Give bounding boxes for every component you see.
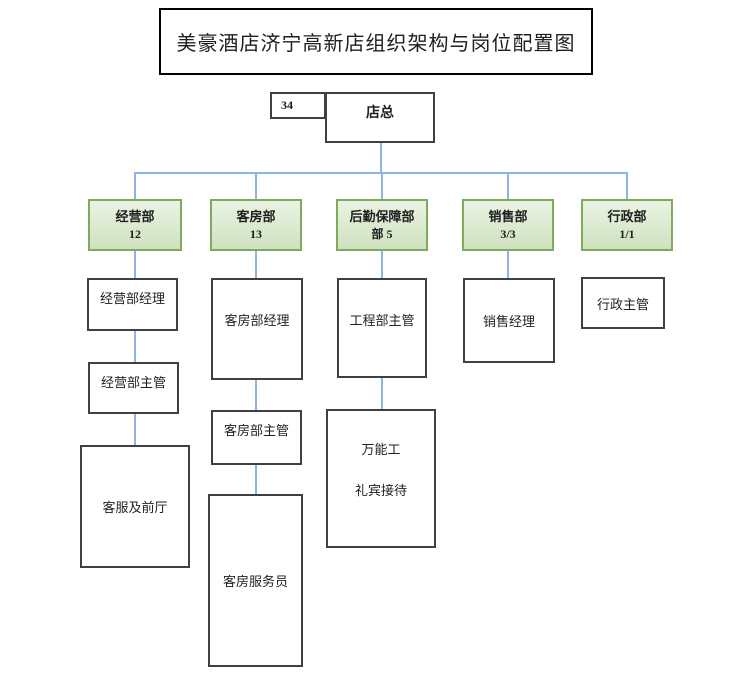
chart-title-box: 美豪酒店济宁高新店组织架构与岗位配置图 [159,8,593,75]
dept-sales: 销售部 3/3 [462,199,554,251]
connector-operations-3 [134,414,136,445]
connector-operations-2 [134,331,136,362]
dept-operations: 经营部 12 [88,199,182,251]
node-sales-manager-label: 销售经理 [482,314,535,329]
node-handyman-label: 万能工 [361,442,401,457]
node-operations-supervisor-label: 经营部主管 [100,375,166,390]
node-operations-manager: 经营部经理 [87,278,178,331]
connector-logistics-2 [381,378,383,409]
dept-operations-count: 12 [129,226,141,241]
root-headcount-badge: 34 [270,92,326,119]
node-room-attendant-label: 客房服务员 [222,574,288,589]
dept-logistics-support: 后勤保障部 部 5 [336,199,428,251]
dept-housekeeping-name: 客房部 [236,209,276,225]
dept-admin-count: 1/1 [619,226,635,241]
dept-logistics-name: 后勤保障部 [349,209,415,225]
node-operations-supervisor: 经营部主管 [88,362,179,414]
connector-drop-housekeeping [255,172,257,199]
connector-housekeeping-3 [255,465,257,494]
node-housekeeping-manager-label: 客房部经理 [224,313,290,328]
dept-operations-name: 经营部 [115,209,155,225]
dept-logistics-count: 部 5 [371,226,393,241]
root-node-store-general-manager: 店总 [325,92,435,143]
connector-housekeeping-1 [255,251,257,278]
dept-admin-name: 行政部 [607,209,647,225]
dept-admin: 行政部 1/1 [581,199,673,251]
dept-housekeeping-count: 13 [250,226,262,241]
dept-sales-name: 销售部 [488,209,528,225]
connector-logistics-1 [381,251,383,278]
connector-housekeeping-2 [255,380,257,410]
node-housekeeping-supervisor: 客房部主管 [211,410,302,465]
root-headcount-value: 34 [281,98,293,112]
connector-drop-sales [507,172,509,199]
chart-title: 美豪酒店济宁高新店组织架构与岗位配置图 [176,33,576,55]
root-node-label: 店总 [366,106,394,121]
node-handyman-concierge: 万能工 礼宾接待 [326,409,436,548]
node-admin-supervisor: 行政主管 [581,277,665,329]
node-engineering-supervisor: 工程部主管 [337,278,427,378]
connector-operations-1 [134,251,136,278]
node-engineering-supervisor-label: 工程部主管 [349,313,415,328]
node-concierge-label: 礼宾接待 [354,483,407,498]
node-room-attendant: 客房服务员 [208,494,303,667]
node-customer-service-front-desk: 客服及前厅 [80,445,190,568]
connector-drop-logistics [381,172,383,199]
dept-sales-count: 3/3 [500,226,516,241]
dept-housekeeping: 客房部 13 [210,199,302,251]
node-admin-supervisor-label: 行政主管 [596,296,649,312]
connector-root-down [380,143,382,172]
node-customer-service-front-desk-label: 客服及前厅 [102,500,168,515]
connector-drop-admin [626,172,628,199]
connector-drop-operations [134,172,136,199]
connector-sales-1 [507,251,509,278]
node-sales-manager: 销售经理 [463,278,555,363]
node-housekeeping-supervisor-label: 客房部主管 [223,423,289,438]
node-housekeeping-manager: 客房部经理 [211,278,303,380]
node-operations-manager-label: 经营部经理 [99,291,165,306]
